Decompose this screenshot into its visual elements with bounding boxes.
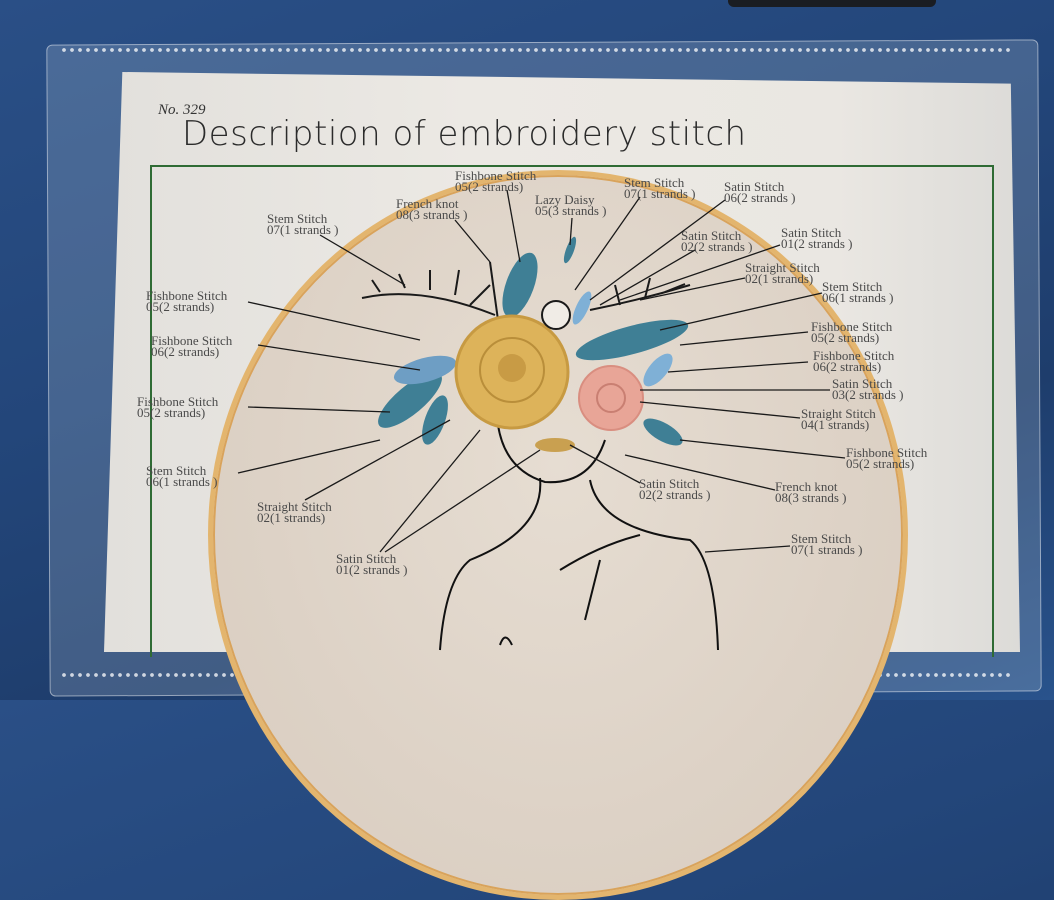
- pink-rose-icon: [578, 365, 644, 431]
- branch-right-icon: [589, 277, 691, 311]
- embroidery-artwork: [237, 189, 846, 651]
- leader-lines: [237, 189, 846, 553]
- outline-rose-icon: [541, 300, 571, 330]
- green-border-frame: [150, 165, 994, 657]
- lips-icon: [535, 438, 575, 452]
- page-title: Description of embroidery stitch: [182, 114, 747, 154]
- pattern-number: No. 329: [158, 102, 206, 118]
- sleeve-seal-top: [60, 47, 1014, 53]
- branch-left-icon: [361, 261, 499, 321]
- face-outline-icon: [439, 424, 719, 651]
- device-notch-bar: [728, 0, 936, 7]
